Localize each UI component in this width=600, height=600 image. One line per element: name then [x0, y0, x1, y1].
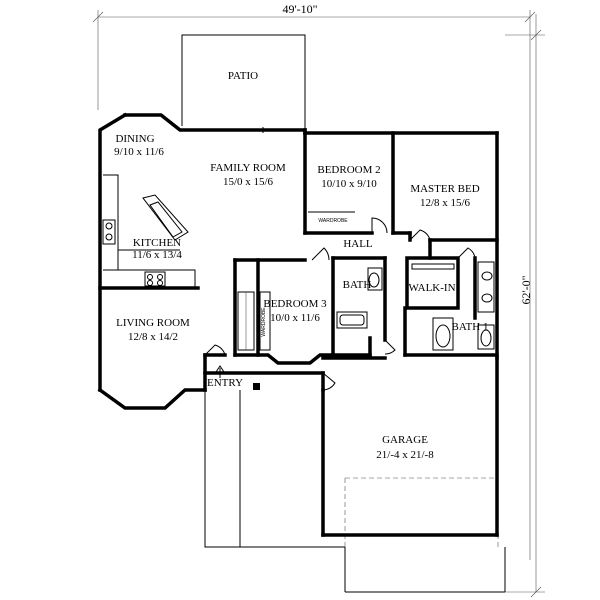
kitchen-cabinets	[102, 174, 196, 288]
room-name-walk-in: WALK-IN	[408, 282, 455, 294]
room-name-dining: DINING	[115, 133, 154, 145]
entry-arrow-icon	[215, 365, 225, 378]
interior-walls	[98, 131, 499, 392]
room-labels: PATIO DINING 9/10 x 11/6 FAMILY ROOM 15/…	[114, 70, 488, 461]
entry-column	[253, 383, 260, 390]
closet-label-vertical: WARDROBE	[261, 307, 267, 337]
driveway-outline	[204, 390, 506, 593]
overall-depth-label: 62'-0"	[519, 275, 533, 304]
doors	[204, 127, 476, 391]
room-size-master-bed: 12/8 x 15/6	[420, 197, 471, 209]
room-name-entry: ENTRY	[207, 377, 243, 389]
room-size-living: 12/8 x 14/2	[128, 331, 178, 343]
overall-width-label: 49'-10"	[282, 2, 317, 16]
room-name-bath-1: BATH 1	[452, 321, 489, 333]
room-size-kitchen: 11/6 x 13/4	[132, 249, 182, 261]
room-size-dining: 9/10 x 11/6	[114, 146, 164, 158]
room-name-bath: BATH	[343, 279, 372, 291]
closets	[237, 291, 271, 351]
room-name-bedroom-3: BEDROOM 3	[263, 298, 327, 310]
room-name-kitchen: KITCHEN	[133, 237, 181, 249]
room-name-patio: PATIO	[228, 70, 258, 82]
room-size-bedroom-3: 10/0 x 11/6	[270, 312, 320, 324]
room-name-living: LIVING ROOM	[116, 317, 190, 329]
room-name-master-bed: MASTER BED	[410, 183, 479, 195]
bath-fixtures	[336, 261, 495, 351]
room-size-garage: 21/-4 x 21/-8	[376, 449, 434, 461]
room-name-garage: GARAGE	[382, 434, 428, 446]
room-name-hall: HALL	[343, 238, 373, 250]
patio-outline	[181, 34, 306, 132]
room-name-family: FAMILY ROOM	[210, 162, 286, 174]
room-size-family: 15/0 x 15/6	[223, 176, 274, 188]
room-name-bedroom-2: BEDROOM 2	[317, 164, 380, 176]
dimension-lines	[92, 10, 545, 598]
room-size-bedroom-2: 10/10 x 9/10	[321, 178, 377, 190]
wardrobe-label: WARDROBE	[318, 218, 348, 224]
